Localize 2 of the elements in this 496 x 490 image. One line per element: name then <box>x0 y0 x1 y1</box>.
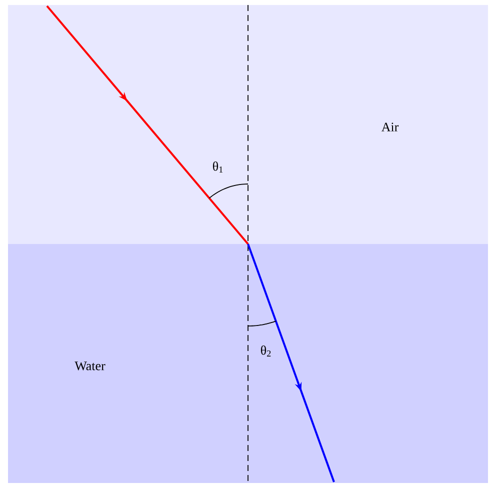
angle-label: θ$_{1}$ <box>212 162 223 172</box>
angle-label: θ$_{2}$ <box>260 346 271 356</box>
